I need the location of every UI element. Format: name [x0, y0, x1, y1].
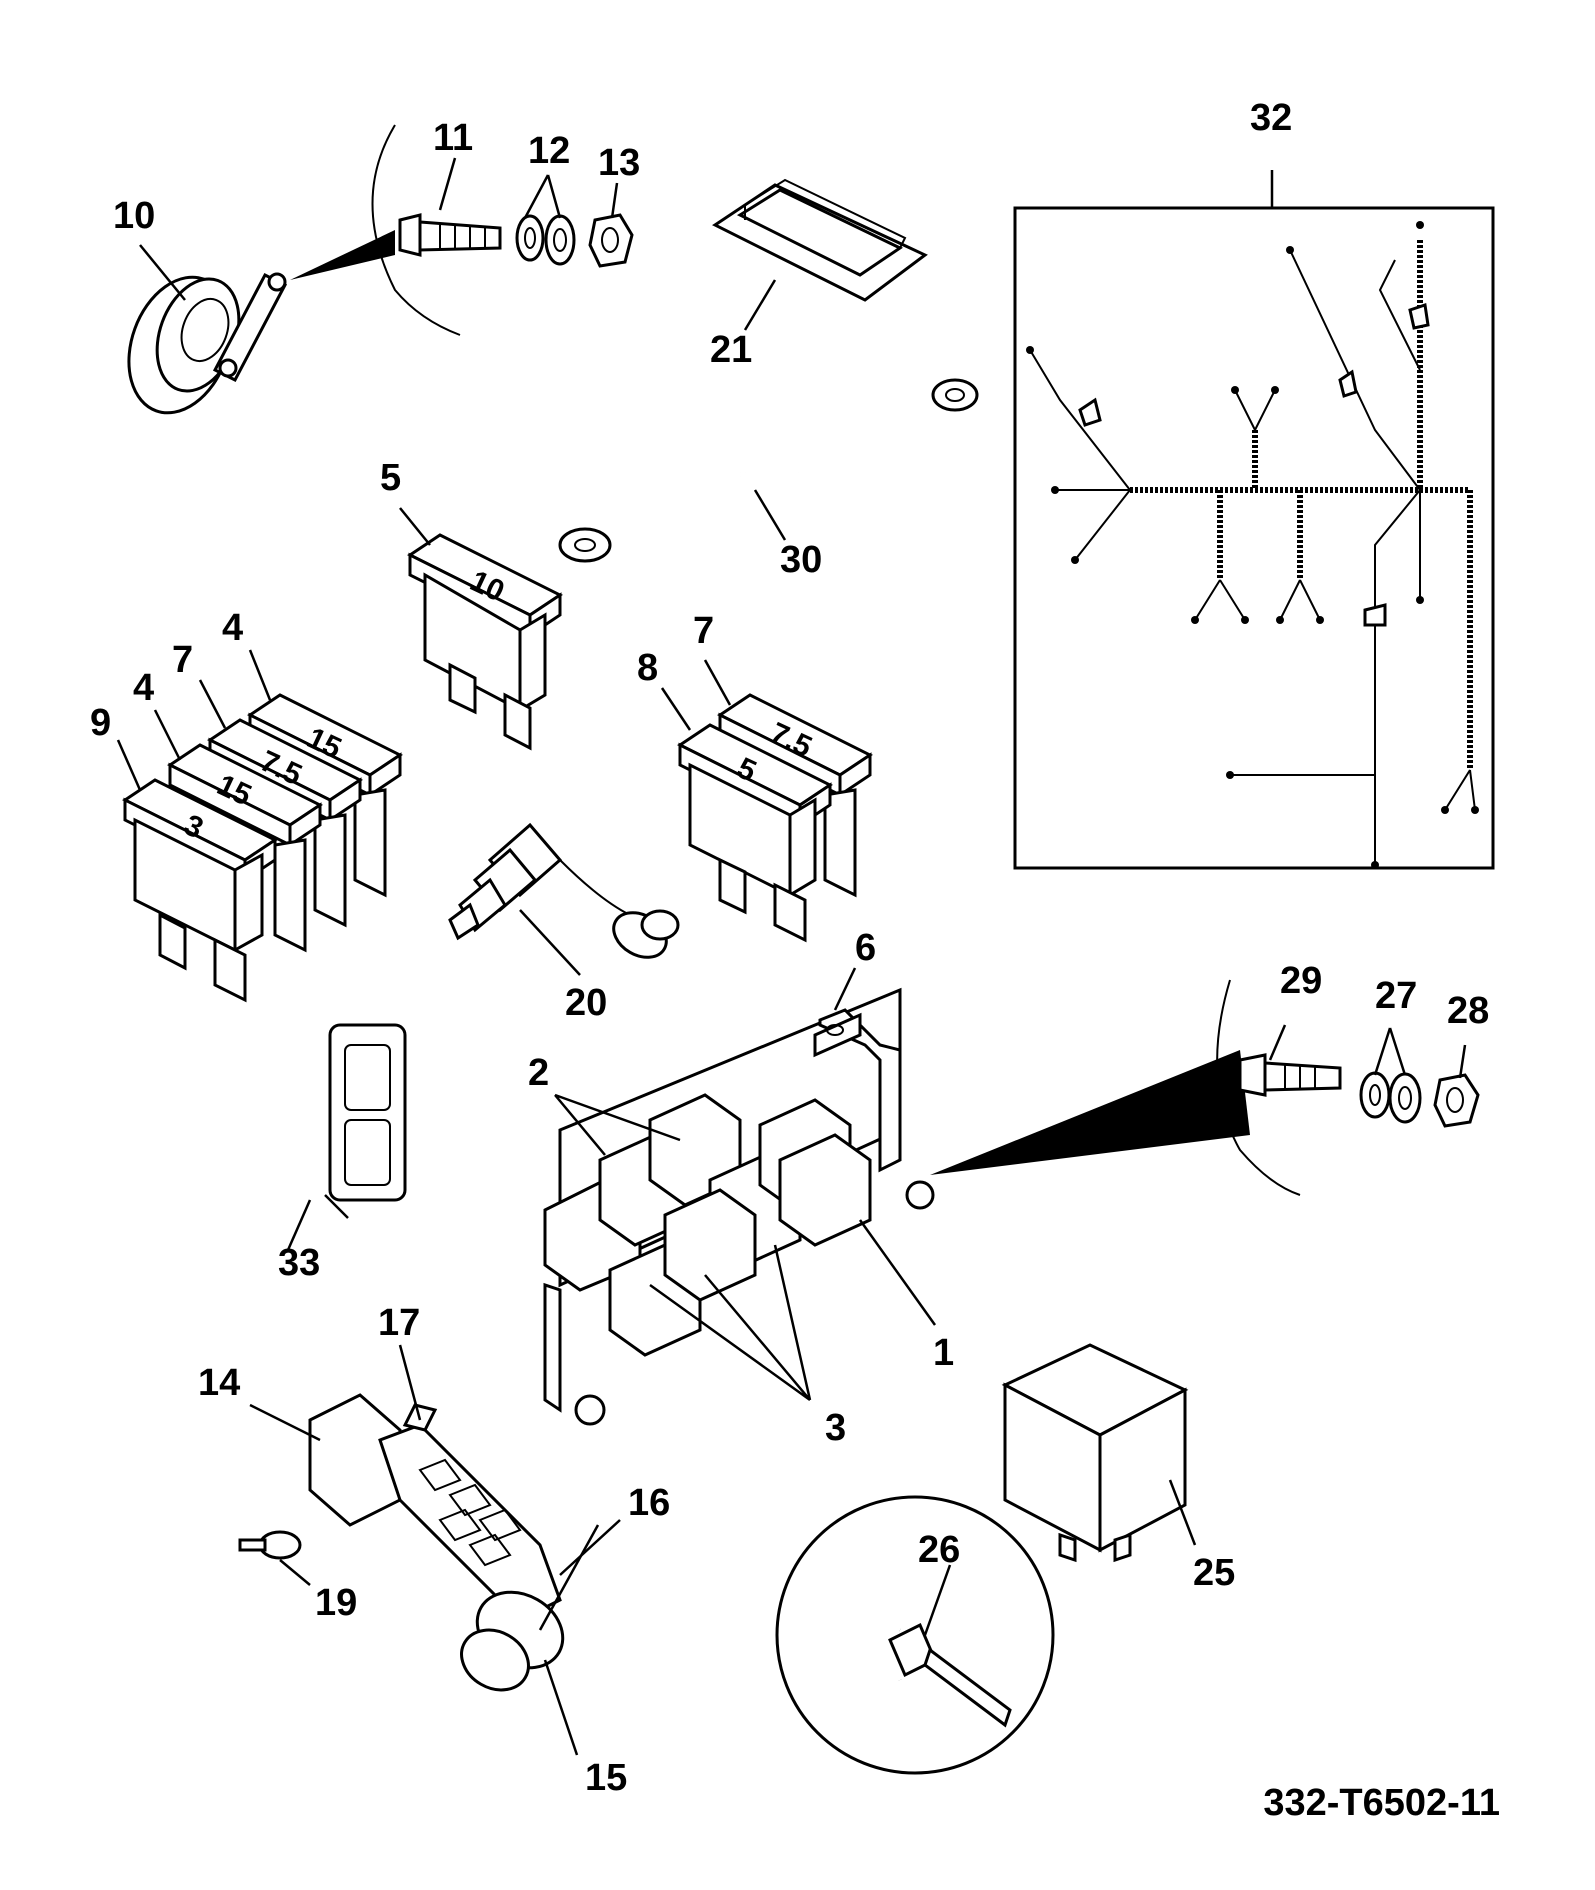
- callout-25: 25: [1193, 1552, 1235, 1594]
- callout-19: 19: [315, 1582, 357, 1624]
- callout-17: 17: [378, 1302, 420, 1344]
- callout-16: 16: [628, 1482, 670, 1524]
- callout-29: 29: [1280, 960, 1322, 1002]
- bolt-11: [398, 213, 502, 257]
- fuse-box: [238, 1393, 565, 1692]
- cover-21: [712, 178, 928, 302]
- washers-12: [515, 214, 576, 266]
- callout-4b: 4: [133, 667, 154, 709]
- fuse-stack-left: 15 7.5 15 3: [122, 693, 403, 1003]
- callout-2: 2: [528, 1052, 549, 1094]
- callout-11: 11: [433, 117, 473, 159]
- callout-15: 15: [585, 1757, 627, 1799]
- nut-28: [1433, 1073, 1480, 1128]
- callout-8: 8: [637, 647, 658, 689]
- callout-21: 21: [710, 329, 752, 371]
- callout-4a: 4: [222, 607, 243, 649]
- callout-12: 12: [528, 130, 570, 172]
- fuse-stack-right: 7.5 5: [677, 693, 873, 943]
- callout-20: 20: [565, 982, 607, 1024]
- drawing-code: 332-T6502-11: [1263, 1782, 1500, 1824]
- callout-30: 30: [780, 539, 822, 581]
- callout-14: 14: [198, 1362, 240, 1404]
- leader-lines: [116, 157, 1467, 1756]
- fuse-10: 10: [407, 533, 563, 751]
- horn: [127, 272, 288, 415]
- relay-holder-33: [328, 1023, 407, 1202]
- cable-30: [558, 378, 979, 563]
- socket-20: [448, 822, 680, 959]
- callout-7a: 7: [172, 639, 193, 681]
- callout-26: 26: [918, 1529, 960, 1571]
- callout-7b: 7: [693, 610, 714, 652]
- callout-6: 6: [855, 927, 876, 969]
- washers-27: [1359, 1071, 1422, 1124]
- callouts: 10 11 12 13 21 32 30 5 4 7 4 9 7 8 20 6 …: [90, 97, 1489, 1799]
- cable-tie-26: [775, 1495, 1055, 1775]
- callout-13: 13: [598, 142, 640, 184]
- callout-32: 32: [1250, 97, 1292, 139]
- callout-27: 27: [1375, 975, 1417, 1017]
- callout-5: 5: [380, 457, 401, 499]
- callout-3: 3: [825, 1407, 846, 1449]
- nut-13: [588, 213, 634, 268]
- callout-33: 33: [278, 1242, 320, 1284]
- relay-board: [543, 987, 935, 1426]
- bolt-29: [1238, 1053, 1342, 1097]
- callout-10: 10: [113, 195, 155, 237]
- relay-25: [1001, 1343, 1189, 1563]
- callout-1: 1: [933, 1332, 954, 1374]
- callout-28: 28: [1447, 990, 1489, 1032]
- wiring-harness-32: [1013, 170, 1495, 870]
- callout-9: 9: [90, 702, 111, 744]
